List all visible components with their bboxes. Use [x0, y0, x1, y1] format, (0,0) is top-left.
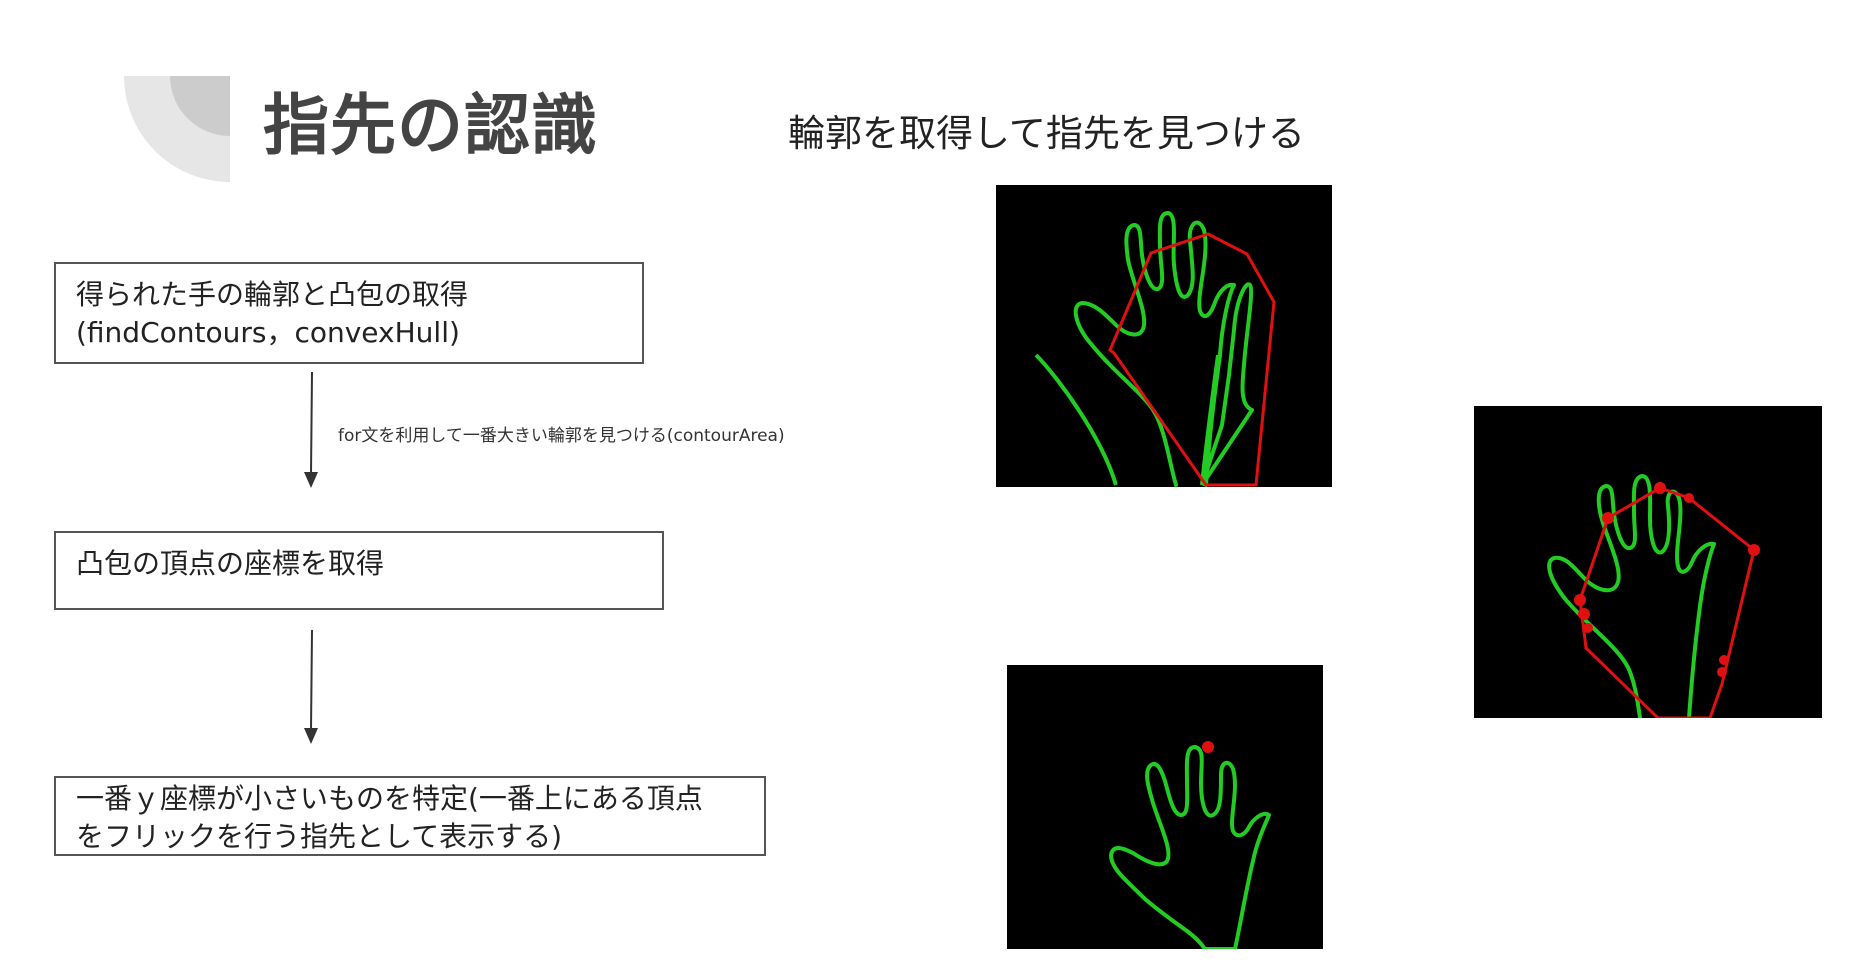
convex-hull: [1578, 486, 1756, 718]
flow-step-1-line-1: 得られた手の輪郭と凸包の取得: [76, 278, 469, 311]
page-subtitle: 輪郭を取得して指先を見つける: [788, 112, 1305, 155]
flow-step-3-line-2: をフリックを行う指先として表示する): [76, 820, 563, 853]
flow-step-3-line-1: 一番ｙ座標が小さいものを特定(一番上にある頂点: [76, 782, 703, 815]
hull-vertex-markers: [1574, 482, 1760, 677]
convex-hull: [1108, 232, 1276, 487]
title-decoration: [122, 76, 230, 182]
flow-step-2-line-1: 凸包の頂点の座標を取得: [76, 547, 385, 580]
flow-step-contour-hull: 得られた手の輪郭と凸包の取得 (findContours，convexHull): [54, 262, 644, 364]
flow-arrow-label: for文を利用して一番大きい輪郭を見つける(contourArea): [338, 426, 785, 446]
flow-step-1-line-2: (findContours，convexHull): [76, 316, 460, 349]
hand-contour: [1109, 745, 1271, 949]
flow-step-topmost-fingertip: 一番ｙ座標が小さいものを特定(一番上にある頂点 をフリックを行う指先として表示す…: [54, 776, 766, 856]
flow-step-hull-vertices: 凸包の頂点の座標を取得: [54, 531, 664, 610]
page-title: 指先の認識: [263, 87, 598, 164]
fingertip-result-image: [1007, 665, 1323, 949]
hand-contour: [1547, 474, 1716, 718]
flow-arrow-2: [304, 630, 318, 744]
fingertip-marker: [1202, 741, 1214, 753]
hull-vertices-image: [1474, 406, 1822, 718]
hand-contour-hull-image: [996, 185, 1332, 487]
flow-arrow-1: [304, 372, 318, 488]
